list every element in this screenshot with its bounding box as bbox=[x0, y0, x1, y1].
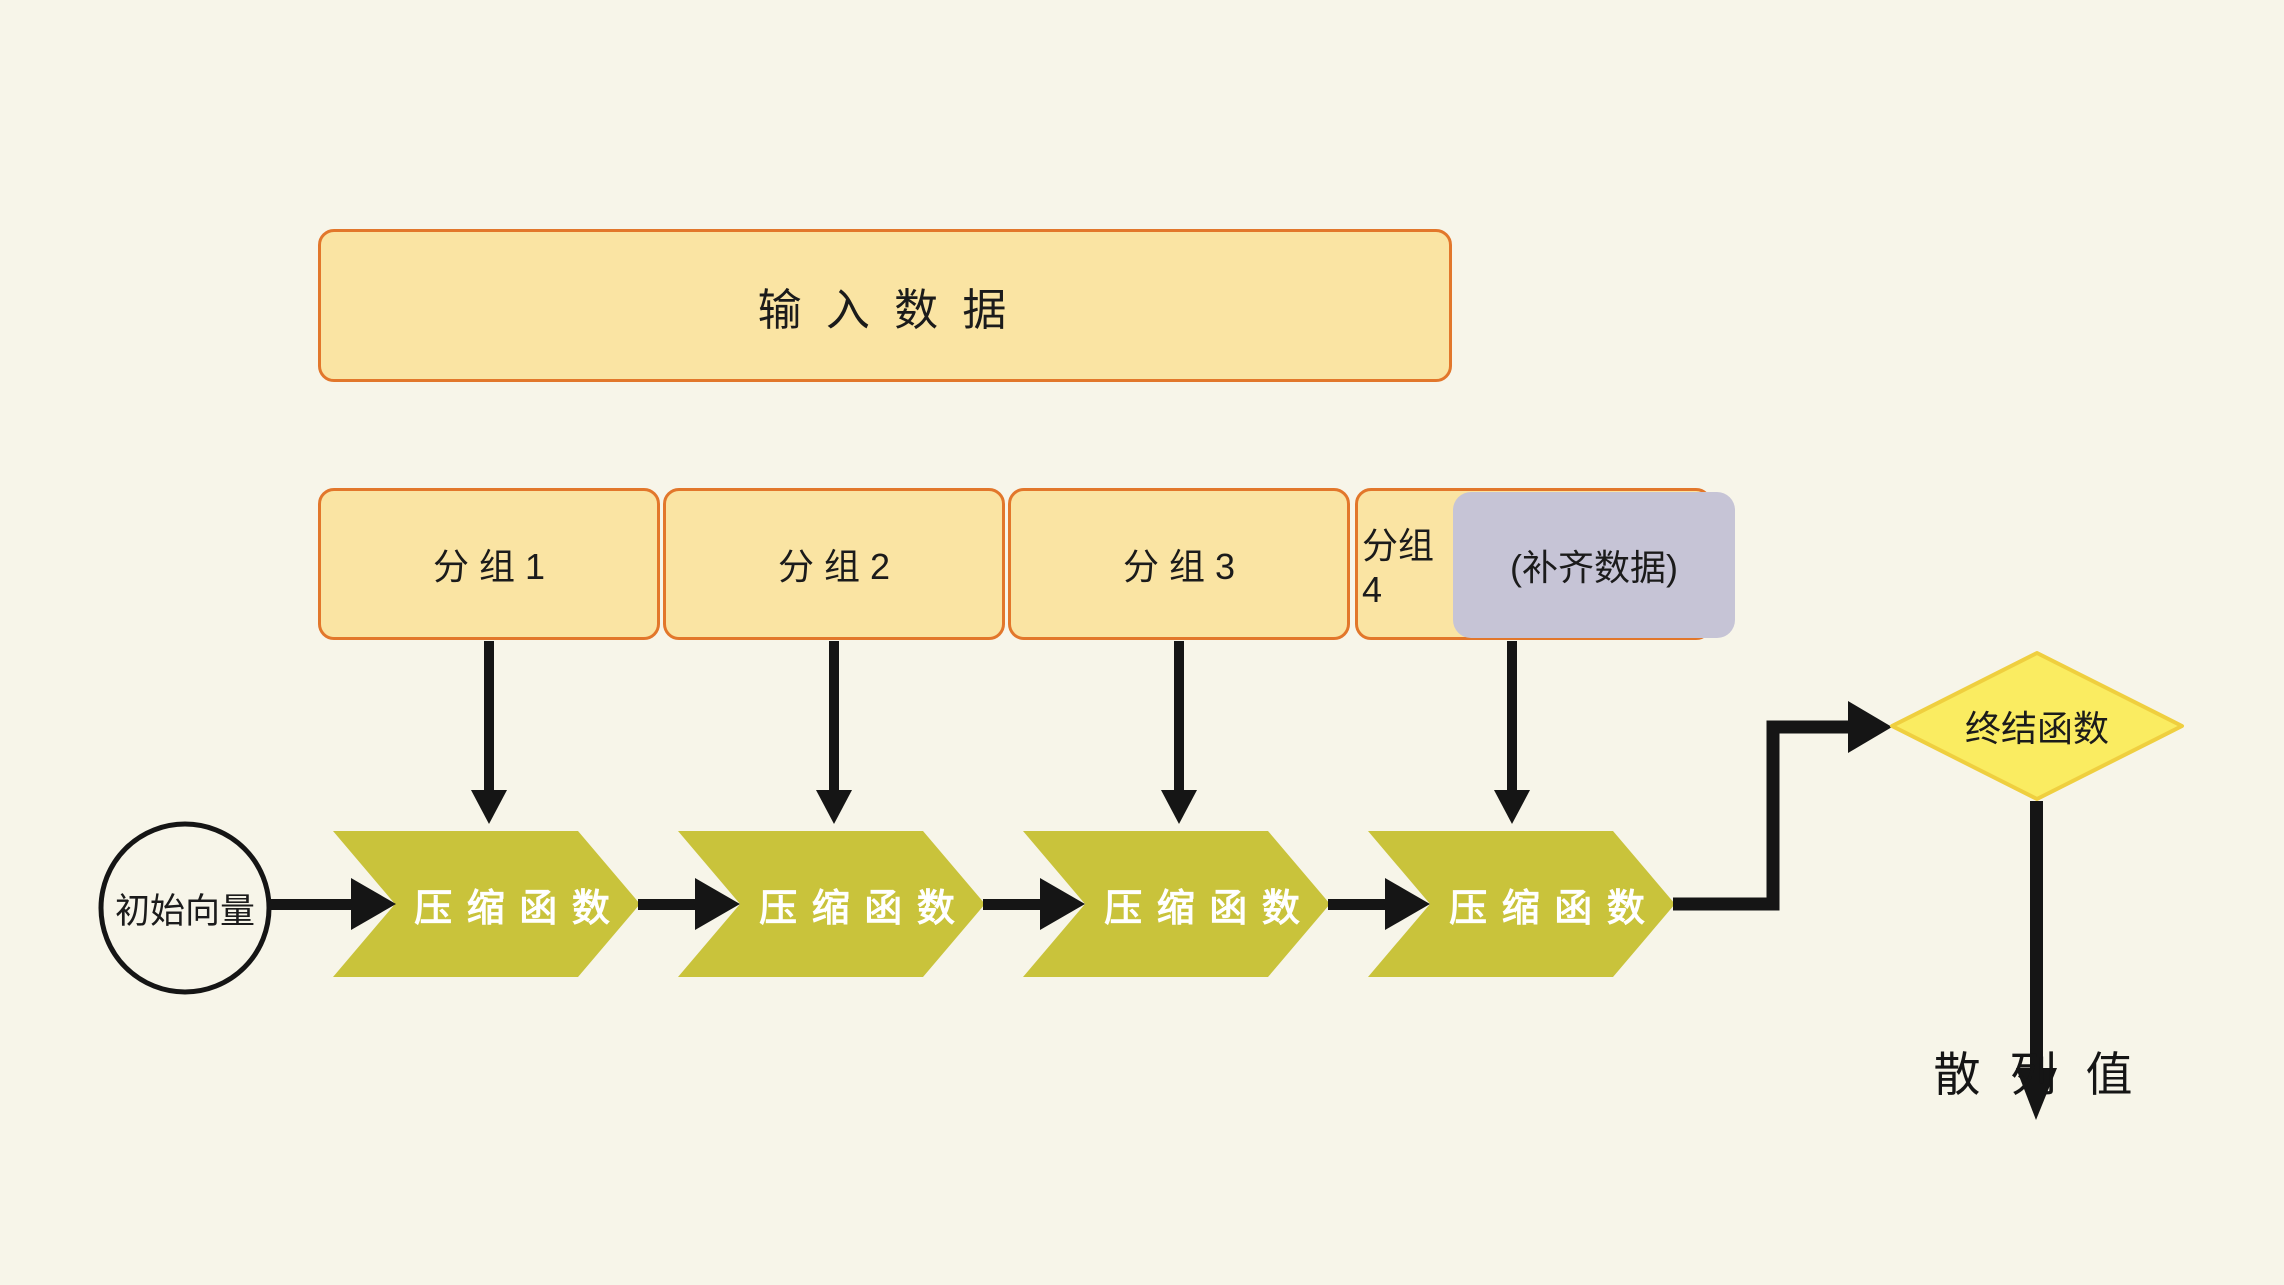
flow-arrow-c3-to-c4 bbox=[1328, 878, 1430, 930]
compression-chevron-4 bbox=[1368, 831, 1675, 977]
down-arrow-group3 bbox=[1161, 641, 1197, 824]
elbow-connector-to-finalization bbox=[1673, 701, 1892, 911]
padding-data-label: (补齐数据) bbox=[1510, 547, 1678, 588]
input-data-box: 输 入 数 据 bbox=[318, 229, 1452, 382]
initial-vector-circle bbox=[98, 821, 272, 995]
finalization-diamond bbox=[1890, 651, 2184, 801]
down-arrow-group2 bbox=[816, 641, 852, 824]
group-label-3: 分 组 3 bbox=[1122, 546, 1236, 587]
flow-arrow-iv-to-c1 bbox=[269, 878, 396, 930]
compression-chevron-1 bbox=[333, 831, 640, 977]
group-label-1: 分 组 1 bbox=[432, 546, 546, 587]
padding-data-box: (补齐数据) bbox=[1453, 492, 1735, 638]
down-arrow-group4 bbox=[1494, 641, 1530, 824]
group-label-4: 分组4 bbox=[1362, 525, 1435, 610]
compression-chevron-2 bbox=[678, 831, 985, 977]
group-label-2: 分 组 2 bbox=[777, 546, 891, 587]
output-arrow bbox=[2016, 801, 2057, 1120]
flow-arrow-c1-to-c2 bbox=[638, 878, 740, 930]
compression-chevron-3 bbox=[1023, 831, 1330, 977]
down-arrow-group1 bbox=[471, 641, 507, 824]
flow-arrow-c2-to-c3 bbox=[983, 878, 1085, 930]
group-box-1: 分 组 1 bbox=[318, 488, 660, 640]
group-box-3: 分 组 3 bbox=[1008, 488, 1350, 640]
group-box-2: 分 组 2 bbox=[663, 488, 1005, 640]
input-data-label: 输 入 数 据 bbox=[757, 285, 1013, 335]
